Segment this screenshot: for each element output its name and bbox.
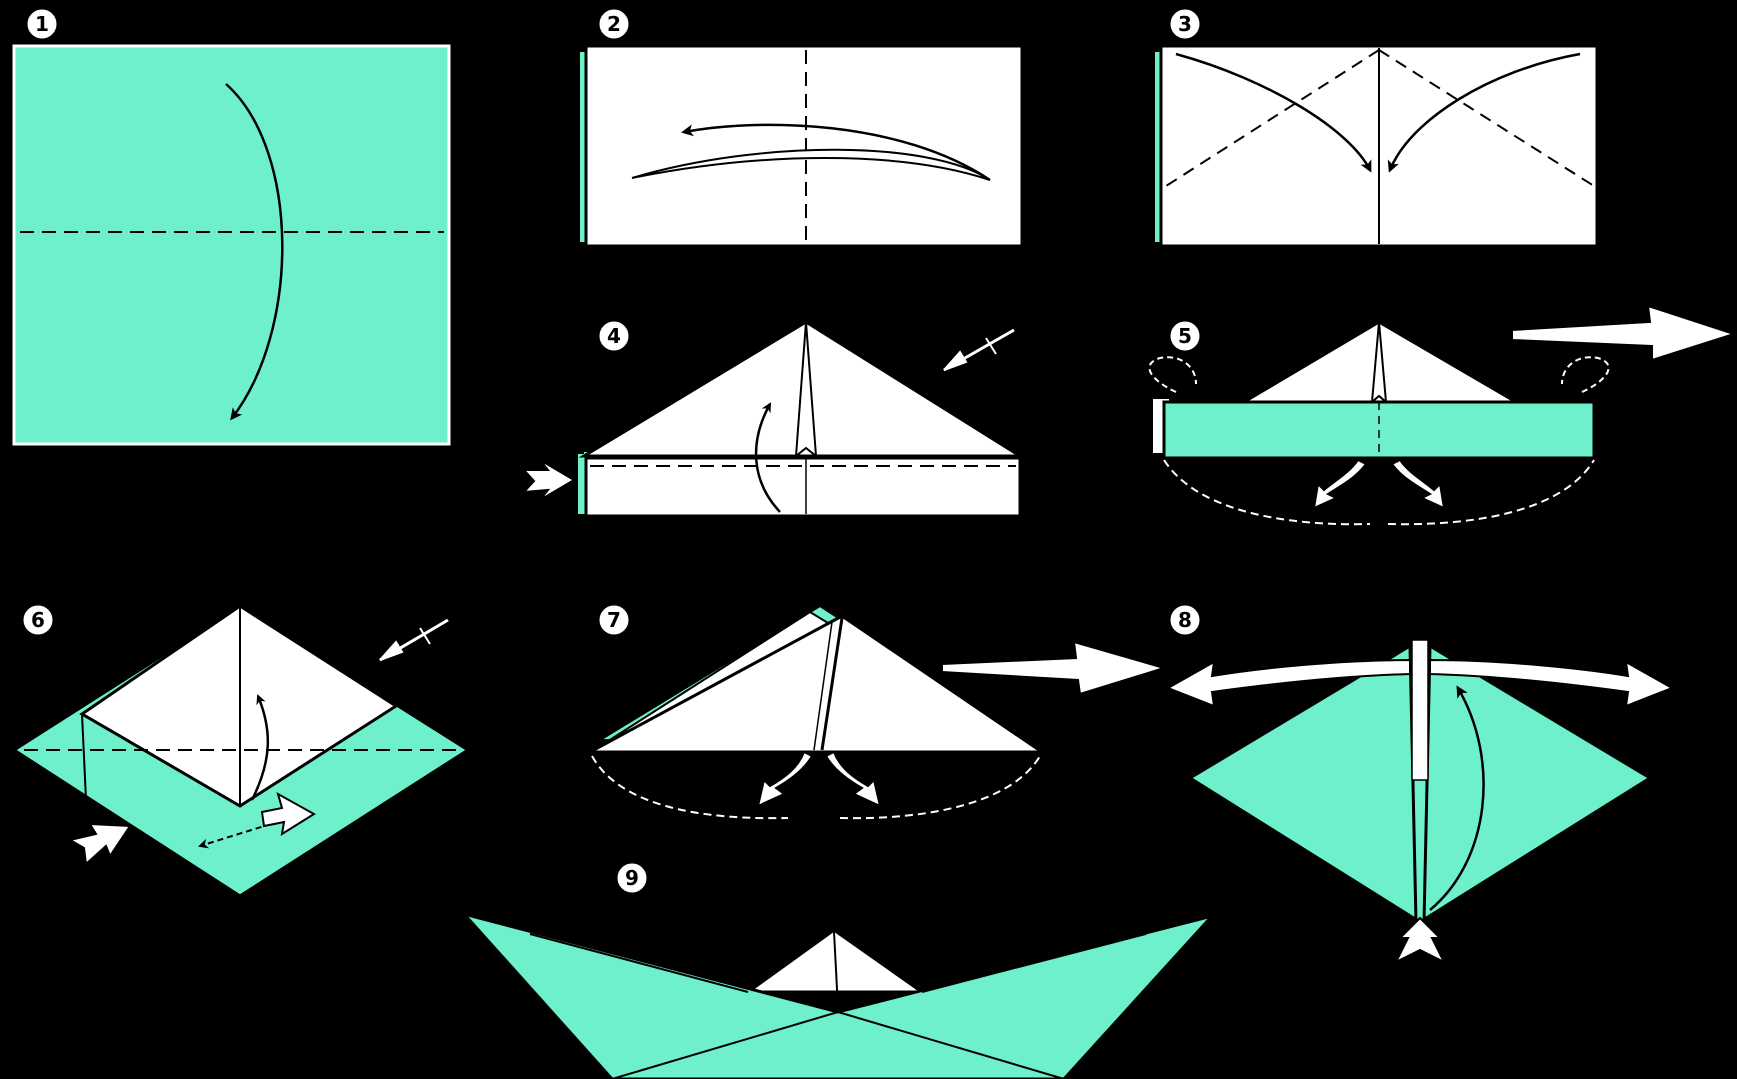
pull-apart-arc	[592, 756, 1040, 818]
step-9: 9	[464, 862, 1212, 1079]
tuck-arrow-icon	[1562, 357, 1609, 392]
step-5: 5	[1149, 306, 1734, 524]
repeat-behind-arrow-icon	[70, 824, 130, 864]
step-8: 8	[1168, 604, 1672, 962]
step-number: 8	[1178, 608, 1192, 632]
center-fold-strip	[1412, 640, 1428, 780]
step-number: 3	[1178, 12, 1192, 36]
step-number: 1	[35, 12, 49, 36]
turn-over-icon	[944, 330, 1014, 370]
next-step-arrow-icon	[942, 642, 1164, 694]
step-6: 6	[14, 604, 468, 896]
step-7: 7	[590, 604, 1164, 818]
step-4: 4	[524, 320, 1020, 516]
step-number: 2	[607, 12, 621, 36]
paper-sheet	[14, 46, 449, 444]
step-number: 5	[1178, 324, 1192, 348]
step-number: 9	[625, 866, 639, 890]
pull-apart-arrow-icon	[1314, 460, 1366, 508]
turn-over-icon	[380, 620, 448, 660]
pull-apart-arrow-icon	[1392, 460, 1444, 508]
next-step-arrow-icon	[1512, 306, 1734, 360]
step-number: 7	[607, 608, 621, 632]
step-2: 2	[580, 8, 1022, 246]
folded-paper	[586, 46, 1022, 246]
pull-apart-arrow-icon	[826, 752, 880, 806]
step-1: 1	[14, 8, 449, 444]
pull-apart-arc	[1164, 460, 1594, 524]
tuck-arrow-icon	[1149, 357, 1196, 392]
repeat-behind-arrow-icon	[524, 460, 574, 500]
push-arrow-icon	[1396, 918, 1444, 962]
step-3: 3	[1155, 8, 1597, 246]
step-number: 6	[31, 608, 45, 632]
step-number: 4	[607, 324, 621, 348]
pull-apart-arrow-icon	[758, 752, 812, 806]
